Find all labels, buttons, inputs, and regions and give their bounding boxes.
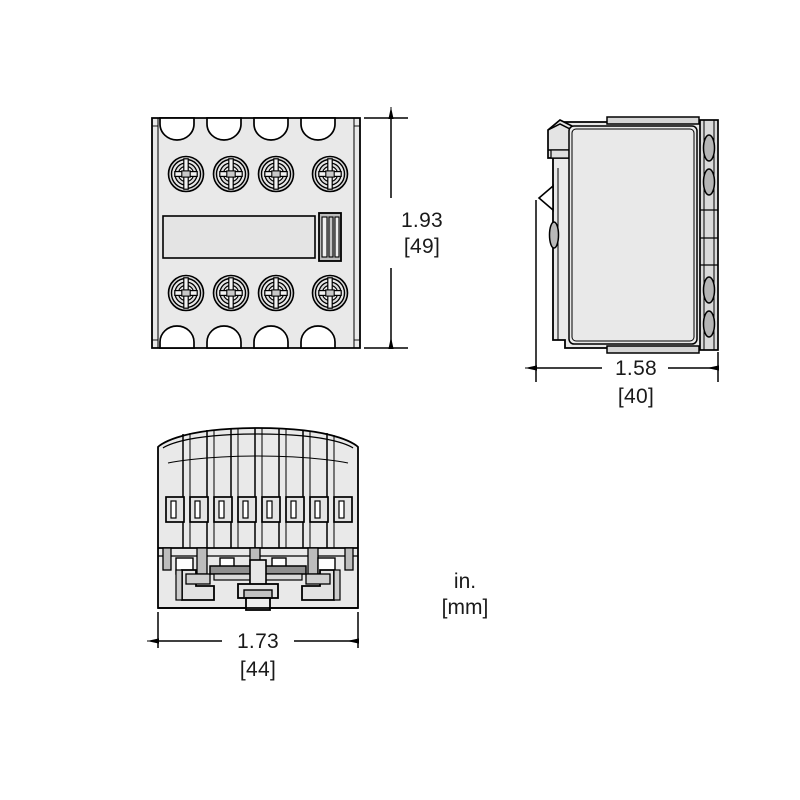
front-view bbox=[151, 117, 408, 349]
height-dimension: 1.93 [49] bbox=[388, 107, 443, 349]
bottom-view-ribs bbox=[182, 428, 335, 548]
height-dimension-millimeters: [49] bbox=[404, 235, 440, 258]
terminal-screw bbox=[311, 274, 349, 312]
depth-dimension: 1.58 [40] bbox=[525, 357, 719, 408]
width-dimension-inches: 1.73 bbox=[237, 630, 279, 653]
units-note: in. [mm] bbox=[442, 570, 489, 619]
units-note-secondary: [mm] bbox=[442, 596, 489, 619]
side-view-latch-arrow bbox=[537, 184, 554, 212]
terminal-screw bbox=[257, 274, 295, 312]
width-dimension: 1.73 [44] bbox=[147, 630, 359, 681]
bottom-view-din-clip bbox=[175, 559, 341, 611]
terminal-screw bbox=[212, 274, 250, 312]
terminal-screw bbox=[212, 155, 250, 193]
front-view-bottom-notches bbox=[159, 325, 336, 349]
side-view-top-cap bbox=[606, 116, 700, 125]
terminal-screw bbox=[167, 155, 205, 193]
side-view-mounting-clip bbox=[547, 118, 573, 159]
side-view-bottom-cap bbox=[606, 345, 700, 354]
terminal-screw bbox=[311, 155, 349, 193]
terminal-screw bbox=[167, 274, 205, 312]
height-dimension-inches: 1.93 bbox=[401, 209, 443, 232]
front-view-top-notches bbox=[159, 117, 336, 141]
side-view bbox=[535, 116, 719, 382]
front-view-latch-block bbox=[318, 212, 342, 262]
front-view-label-band bbox=[162, 215, 316, 259]
side-view-boss bbox=[548, 221, 560, 249]
bottom-view bbox=[157, 427, 359, 648]
terminal-screw bbox=[257, 155, 295, 193]
depth-dimension-millimeters: [40] bbox=[618, 385, 654, 408]
side-view-terminal-marks bbox=[702, 134, 716, 338]
units-note-primary: in. bbox=[454, 570, 476, 593]
bottom-view-contact-slots bbox=[165, 496, 353, 523]
width-dimension-millimeters: [44] bbox=[240, 658, 276, 681]
side-view-inner-face bbox=[568, 125, 698, 345]
depth-dimension-inches: 1.58 bbox=[615, 357, 657, 380]
